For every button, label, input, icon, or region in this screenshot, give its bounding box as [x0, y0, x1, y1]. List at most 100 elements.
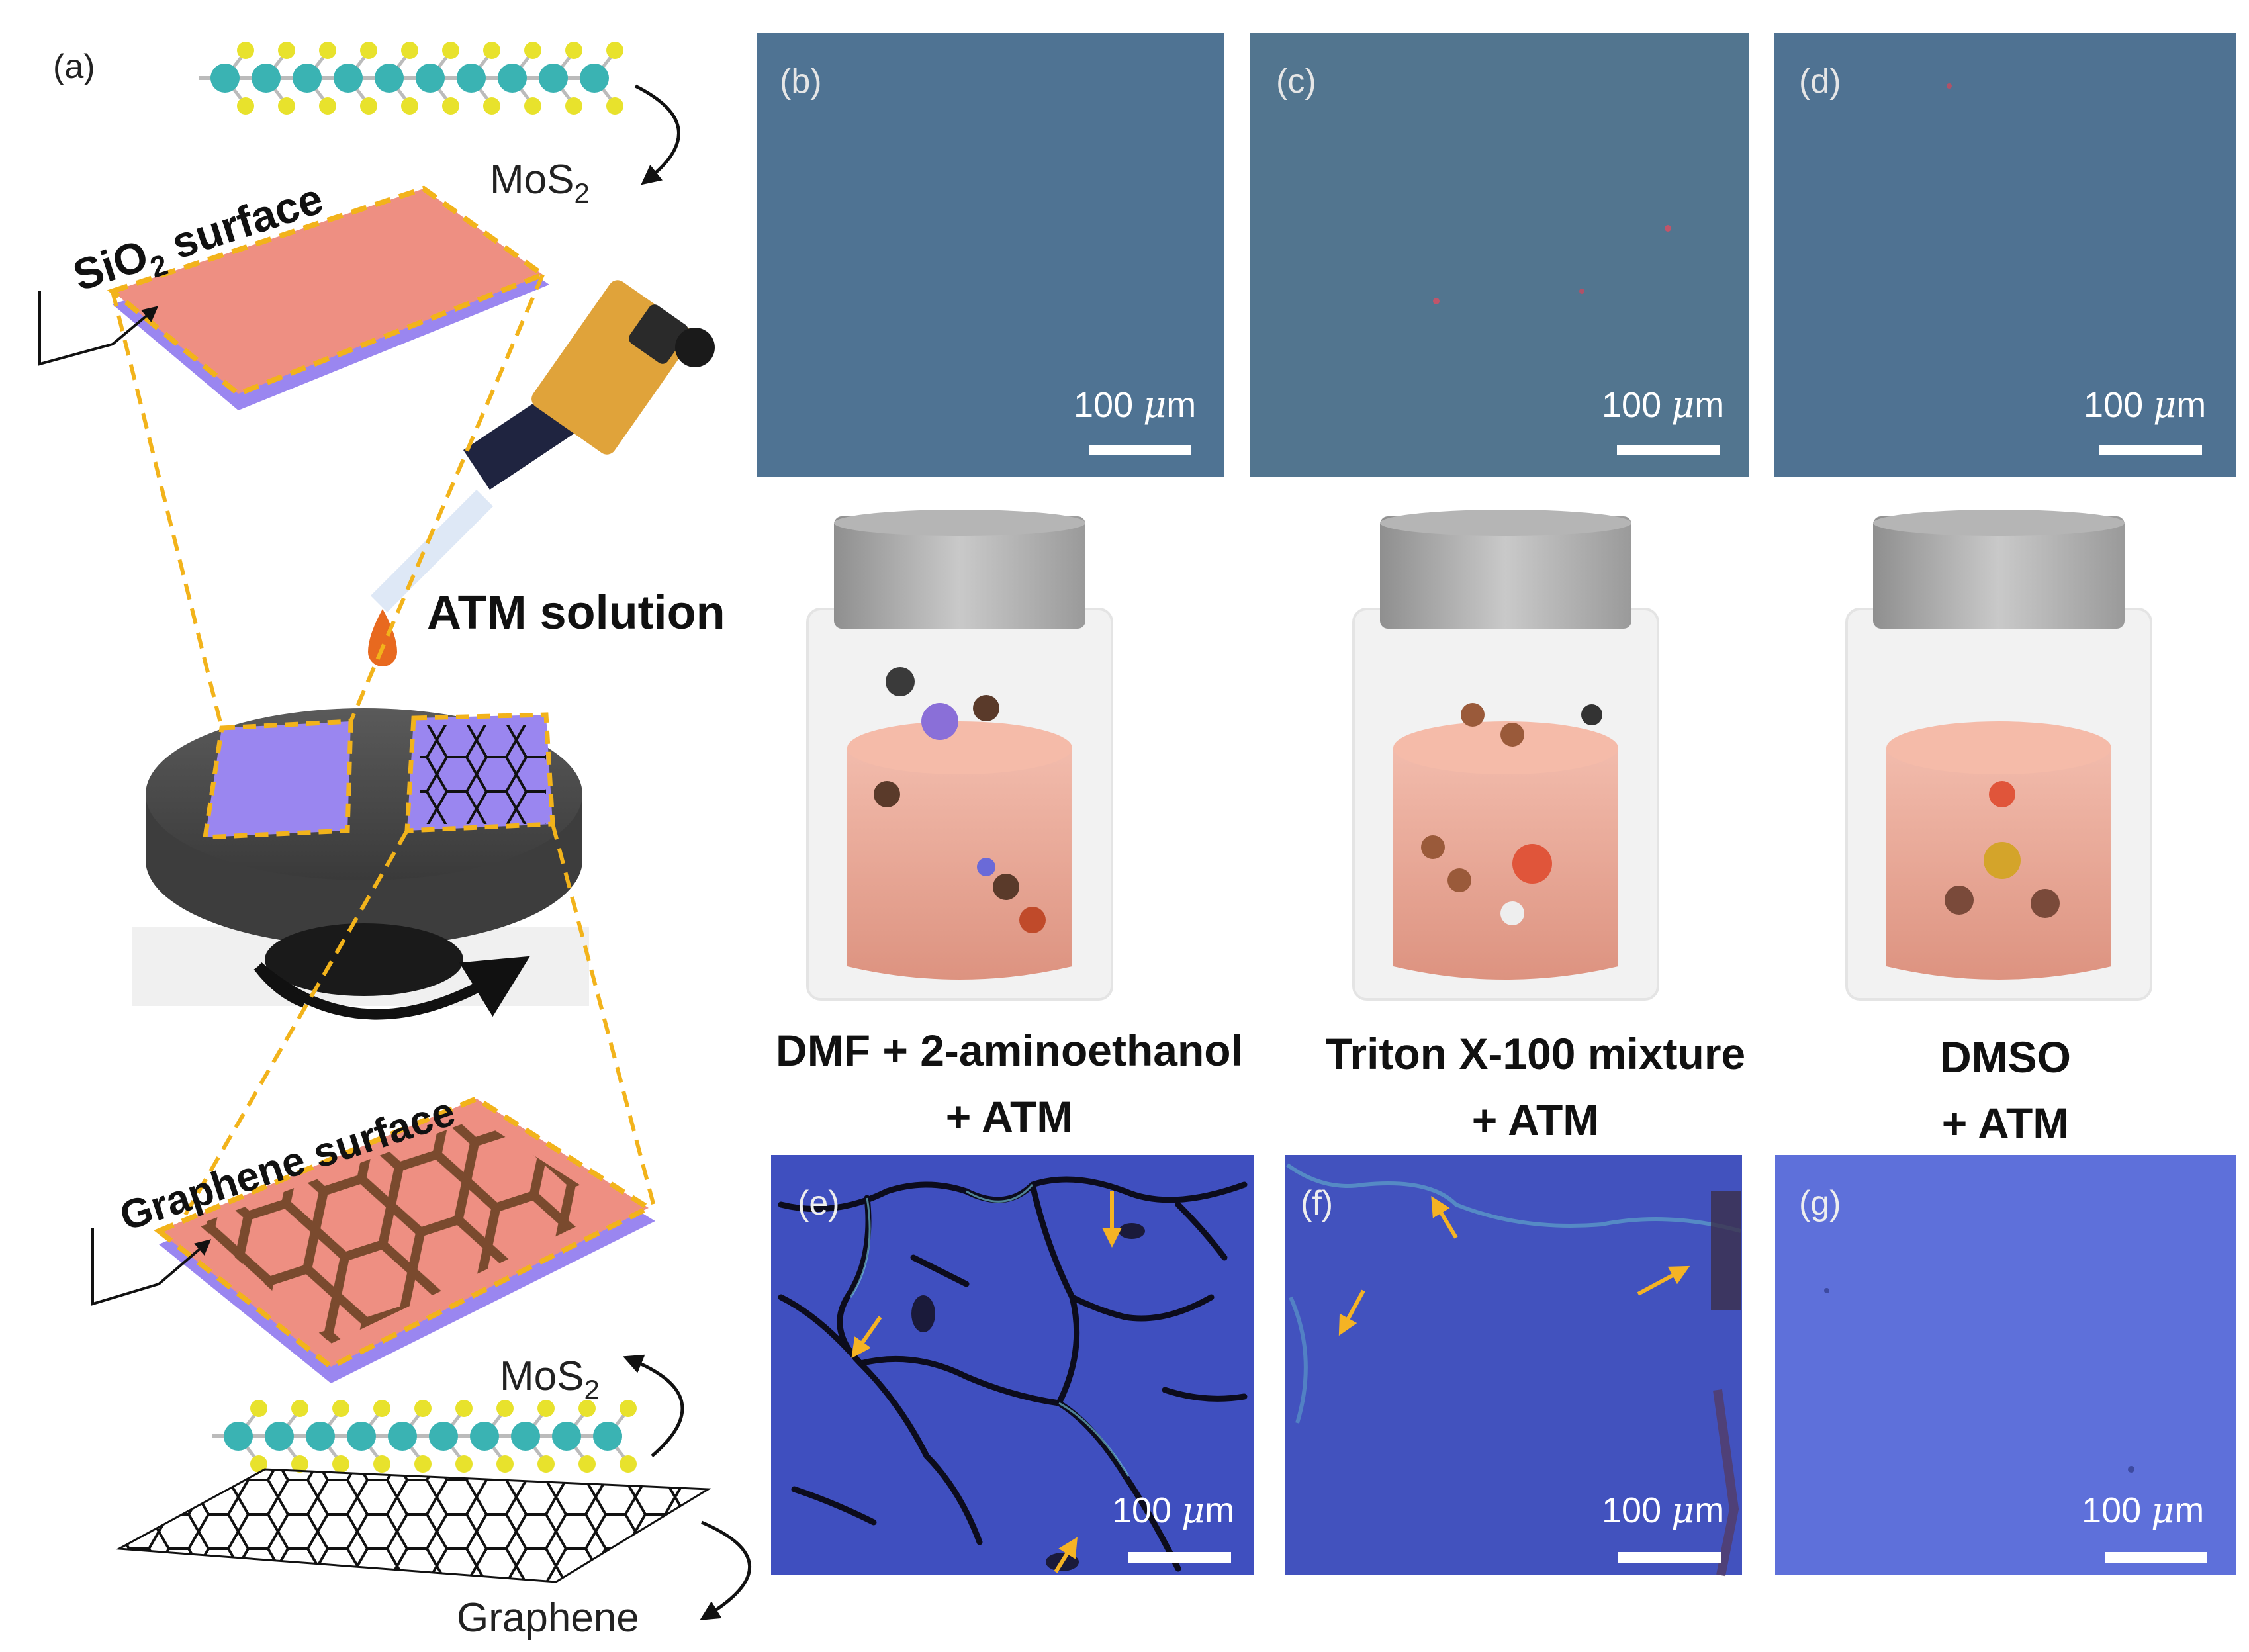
- mo-atom: [593, 1422, 622, 1451]
- droplet-icon: [368, 609, 397, 666]
- mo-atom: [375, 64, 404, 93]
- s-atom: [496, 1400, 514, 1417]
- molecule-atom: [1500, 723, 1524, 747]
- s-atom: [278, 97, 295, 115]
- vial-liquid: [847, 748, 1072, 980]
- panel-label-c: (c): [1276, 62, 1316, 101]
- graphene-label: Graphene: [457, 1595, 639, 1641]
- panel-label-a: (a): [53, 48, 95, 86]
- mos2-top-label: MoS2: [490, 157, 590, 208]
- mo-atom: [334, 64, 363, 93]
- s-atom: [414, 1400, 432, 1417]
- molecule-atom: [1512, 844, 1552, 884]
- micrograph-b: (b) 100 μm: [757, 33, 1224, 477]
- micrograph-e: (e) 100 μm: [771, 1155, 1254, 1575]
- atm-solution-label: ATM solution: [427, 586, 725, 639]
- mo-atom: [306, 1422, 335, 1451]
- sio2-chip-on-stage: [202, 719, 353, 840]
- vial-cap-top: [1873, 510, 2125, 536]
- molecule-atom: [993, 874, 1019, 900]
- scale-bar-b: [1089, 445, 1191, 455]
- graphene-arrow: [700, 1520, 751, 1620]
- s-atom: [414, 1455, 432, 1473]
- scale-bar-d: [2099, 445, 2202, 455]
- mos2-bottom-label: MoS2: [500, 1354, 600, 1405]
- s-atom: [291, 1400, 308, 1417]
- graphene-lattice-sheet: [115, 1468, 711, 1583]
- scale-bar-g: [2105, 1552, 2207, 1563]
- vial-2: [1352, 510, 1659, 1001]
- scale-bar-label-g: 100 μm: [2082, 1489, 2204, 1531]
- s-atom: [319, 97, 336, 115]
- vial-liquid-surface: [1393, 721, 1618, 774]
- s-atom: [483, 42, 500, 59]
- s-atom: [442, 97, 459, 115]
- s-atom: [537, 1455, 555, 1473]
- s-atom: [401, 97, 418, 115]
- molecule-atom: [1984, 842, 2021, 879]
- mo-atom: [457, 64, 486, 93]
- s-atom: [455, 1400, 473, 1417]
- vial-liquid-surface: [847, 721, 1072, 774]
- vial-cap: [1873, 516, 2125, 629]
- s-atom: [483, 97, 500, 115]
- graphene-pointer: [91, 1228, 212, 1306]
- vial-3: [1845, 510, 2152, 1001]
- mo-atom: [224, 1422, 253, 1451]
- mo-atom: [498, 64, 527, 93]
- mo-atom: [388, 1422, 417, 1451]
- scale-bar-label-e: 100 μm: [1112, 1489, 1234, 1531]
- s-atom: [537, 1400, 555, 1417]
- s-atom: [360, 42, 377, 59]
- mo-atom: [347, 1422, 376, 1451]
- mo-atom: [265, 1422, 294, 1451]
- scale-bar-c: [1617, 445, 1720, 455]
- s-atom: [319, 42, 336, 59]
- s-atom: [278, 42, 295, 59]
- solution-label-1-line1: DMF + 2-aminoethanol: [776, 1026, 1243, 1075]
- molecule-atom: [1447, 868, 1471, 892]
- molecule-atom: [1989, 781, 2015, 807]
- mo-atom: [539, 64, 568, 93]
- s-atom: [620, 1400, 637, 1417]
- solution-label-3-line1: DMSO: [1940, 1032, 2071, 1081]
- molecule-atom: [2031, 889, 2060, 918]
- solution-label-2-line2: + ATM: [1472, 1095, 1600, 1144]
- vial-cap-top: [834, 510, 1085, 536]
- panel-label-f: (f): [1301, 1184, 1333, 1222]
- s-atom: [455, 1455, 473, 1473]
- micrograph-f: (f) 100 μm: [1285, 1155, 1742, 1577]
- scale-bar-e: [1128, 1552, 1231, 1563]
- solution-label-2-line1: Triton X-100 mixture: [1326, 1029, 1746, 1078]
- mos2-top-chain: [199, 42, 623, 115]
- panel-label-d: (d): [1799, 62, 1841, 101]
- sio2-pointer: [38, 291, 159, 366]
- s-atom: [496, 1455, 514, 1473]
- s-atom: [373, 1455, 390, 1473]
- vial-cap-top: [1380, 510, 1631, 536]
- s-atom: [606, 97, 623, 115]
- mo-atom: [252, 64, 281, 93]
- vial-cap: [1380, 516, 1631, 629]
- scale-bar-label-b: 100 μm: [1074, 384, 1196, 426]
- s-atom: [565, 97, 582, 115]
- zoom-lines: [111, 273, 657, 1239]
- molecule-atom: [1421, 835, 1445, 859]
- molecule-atom: [1019, 907, 1046, 933]
- vial-liquid-surface: [1886, 721, 2111, 774]
- mo-atom: [293, 64, 322, 93]
- mo-atom: [210, 64, 240, 93]
- vial-liquid: [1393, 748, 1618, 980]
- vial-cap: [834, 516, 1085, 629]
- scale-bar-f: [1618, 1552, 1721, 1563]
- panel-label-e: (e): [798, 1184, 840, 1222]
- s-atom: [373, 1400, 390, 1417]
- panel-label-b: (b): [780, 62, 822, 101]
- s-atom: [237, 97, 254, 115]
- s-atom: [606, 42, 623, 59]
- micrograph-c: (c) 100 μm: [1250, 33, 1749, 477]
- s-atom: [442, 42, 459, 59]
- scale-bar-label-d: 100 μm: [2084, 384, 2206, 426]
- molecule-atom: [977, 858, 995, 876]
